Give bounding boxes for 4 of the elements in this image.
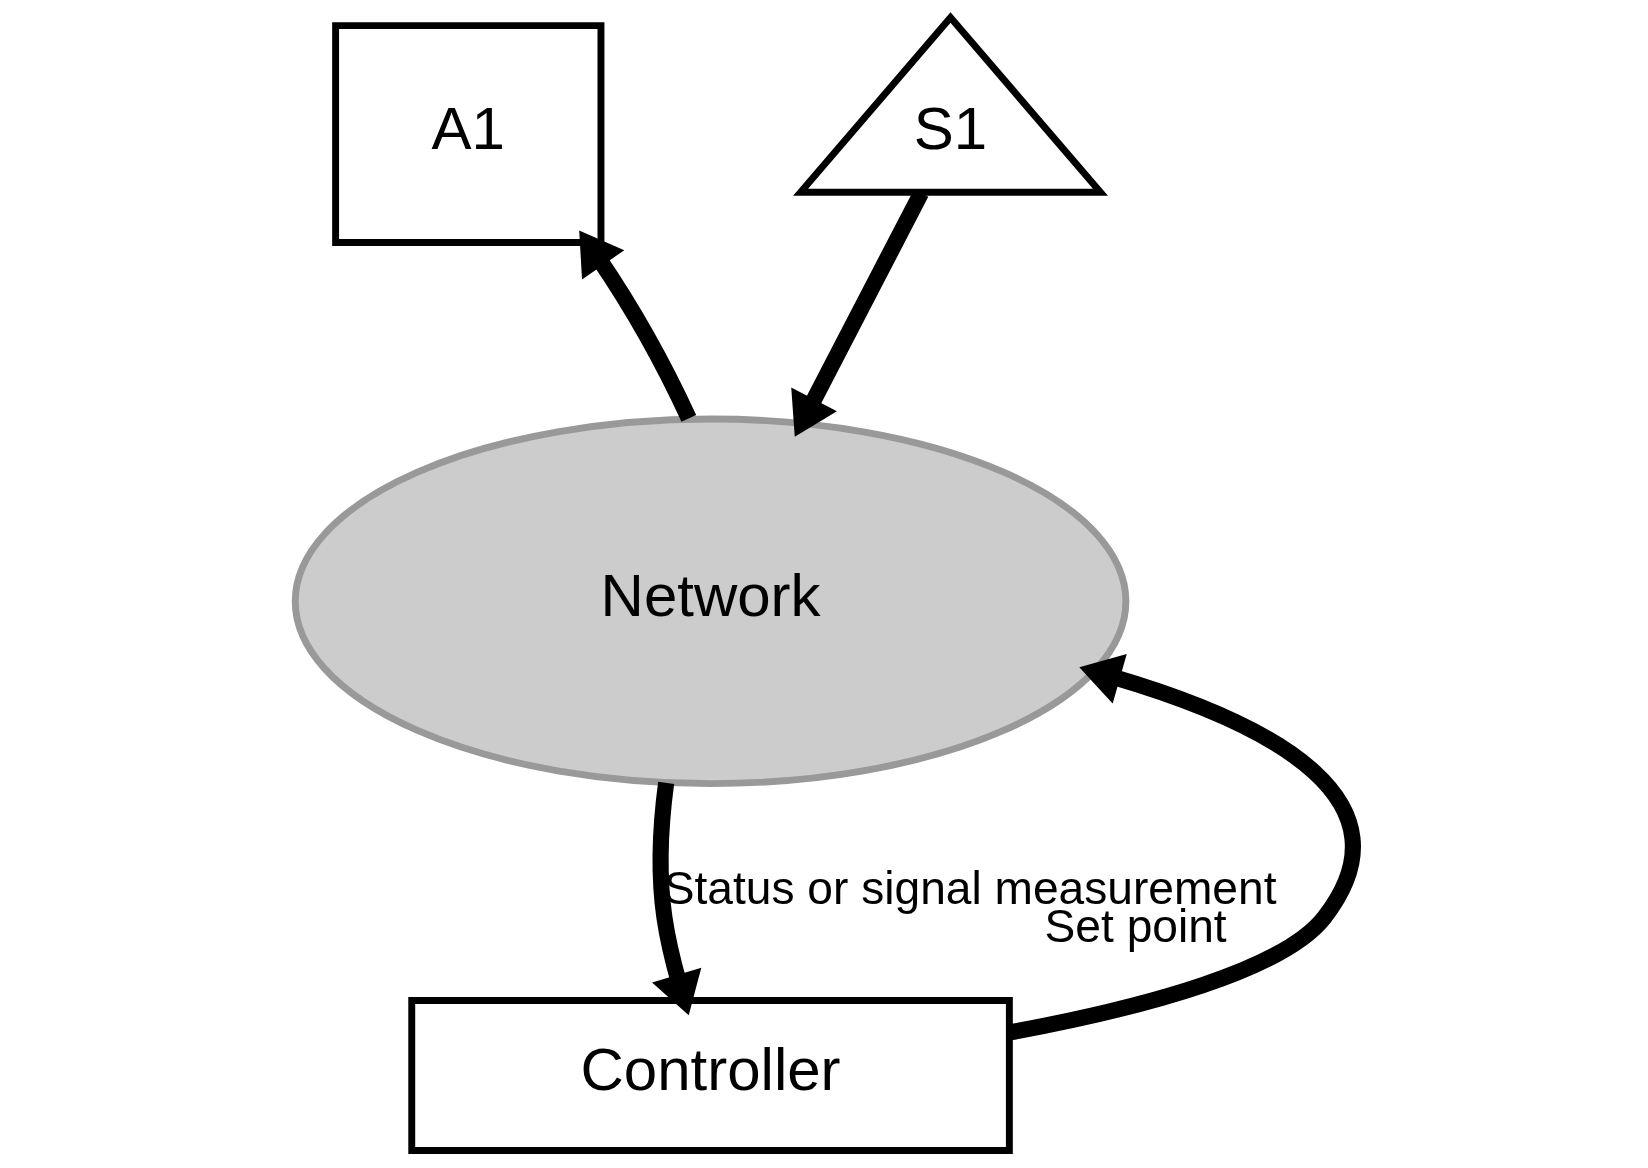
node-box: A1 xyxy=(331,22,604,246)
node-box: Controller xyxy=(407,997,1013,1154)
arrow xyxy=(651,781,701,1016)
arrow xyxy=(578,230,696,422)
